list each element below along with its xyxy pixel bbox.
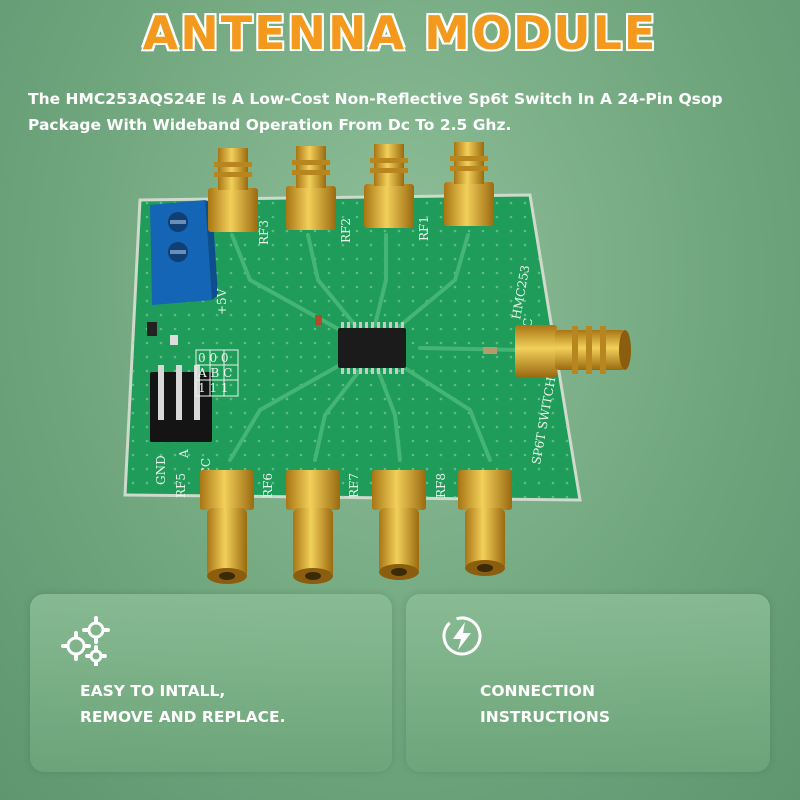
label-rf5: RF5 [174,473,188,498]
label-rf8: RF8 [434,473,448,498]
sma-connector-rf2 [286,146,336,230]
product-description: The HMC253AQS24E Is A Low-Cost Non-Refle… [28,90,723,134]
terminal-block [150,200,218,305]
table-row-2: A B C [197,366,232,380]
sma-connector-rf5 [200,470,254,584]
sma-connector-rfc [515,325,631,377]
product-image-board: 0 0 0 A B C 1 1 1 RF3 RF2 RF1 HMC253 RFC… [123,142,631,584]
sma-connector-rf3 [208,148,258,232]
label-a: A [177,449,191,459]
sma-connector-rf1 [444,142,494,226]
sma-connector-rf6 [286,470,340,584]
label-5v: +5V [215,288,229,315]
feature-text-install: EASY TO INTALL, REMOVE AND REPLACE. [80,682,286,726]
sma-connector-rf1-left [364,144,414,228]
label-rf1: RF1 [417,216,431,241]
ic-chip [338,328,406,368]
label-gnd: GND [154,455,168,485]
lightning-icon [442,616,482,656]
feature-card-connection: CONNECTION INSTRUCTIONS [406,594,770,772]
table-row-3: 1 1 1 [198,381,229,395]
sma-connector-rf7 [372,470,426,580]
feature-card-install: EASY TO INTALL, REMOVE AND REPLACE. [30,594,392,772]
sma-connector-rf8 [458,470,512,576]
feature-text-connection: CONNECTION INSTRUCTIONS [480,682,611,726]
gears-icon [61,616,110,666]
table-row-1: 0 0 0 [198,351,229,365]
label-rf7: RF7 [347,473,361,498]
label-rf3: RF3 [257,220,271,245]
page-title: ANTENNA MODULE [142,6,658,60]
label-rf2: RF2 [339,218,353,243]
address-table [195,349,239,397]
label-rf6: RF6 [261,473,275,498]
